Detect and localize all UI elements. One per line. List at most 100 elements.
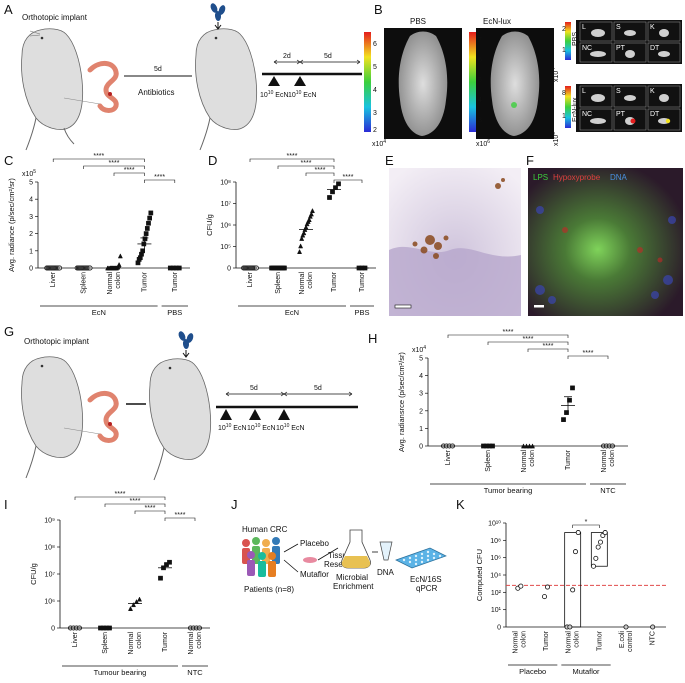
x-tick-label: colon: [520, 631, 527, 648]
data-point: [518, 583, 524, 589]
significance-label: ****: [343, 174, 354, 181]
svg-text:PT: PT: [616, 111, 626, 118]
svg-text:1: 1: [562, 113, 566, 120]
significance-bracket: [527, 348, 569, 352]
x-tick-label: Liver: [50, 271, 57, 287]
f-hypoxyprobe: Hypoxyprobe: [553, 173, 601, 182]
data-point: [561, 417, 566, 422]
b-label-ecn: EcN-lux: [483, 17, 511, 26]
data-point: [300, 232, 306, 238]
significance-bracket: [52, 158, 145, 162]
data-point: [304, 221, 310, 227]
box: [564, 532, 582, 628]
g-gap2: 5d: [314, 385, 322, 392]
data-point: [564, 410, 569, 415]
svg-text:4: 4: [478, 97, 482, 104]
a-dose2-label: 1010 EcN: [288, 90, 317, 99]
f-dna: DNA: [610, 173, 628, 182]
significance-bracket: [74, 496, 166, 500]
group-label: Placebo: [519, 667, 546, 676]
significance-label: ****: [583, 350, 594, 357]
b-organ-pbs-unit: x104: [551, 68, 560, 82]
y-unit-exp: 4: [423, 345, 426, 351]
significance-bracket: [572, 524, 600, 528]
x-tick-label: Liver: [445, 449, 452, 465]
panel-letter-g: G: [4, 324, 14, 339]
significance-label: ****: [543, 343, 554, 350]
box: [590, 532, 608, 567]
f-micrograph: [528, 168, 683, 316]
y-tick-label: 10¹⁰: [488, 520, 501, 528]
g-dose1: 1010 EcN: [218, 423, 247, 432]
x-tick-label: Tumor: [596, 630, 603, 651]
j-plate-icon: [395, 547, 447, 569]
y-unit: x105: [22, 169, 36, 178]
svg-text:DT: DT: [650, 111, 660, 118]
x-tick-label: Tumor: [172, 271, 179, 292]
panel-g: Orthotopic implant 5d: [21, 331, 358, 481]
a-mouse-left: [21, 28, 119, 151]
svg-text:K: K: [650, 88, 655, 95]
y-axis-label: Avg. radiance (p/sec/cm²/sr): [7, 178, 16, 272]
svg-text:8: 8: [562, 90, 566, 97]
y-unit: x104: [412, 345, 426, 354]
x-tick-label: Spleen: [81, 272, 88, 294]
significance-label: ****: [154, 174, 165, 181]
b-organ-ecn-label: EcN-lux: [572, 97, 579, 122]
x-tick-label: Liver: [72, 631, 79, 647]
panel-f: LPS Hypoxyprobe DNA: [528, 168, 683, 316]
group-label: EcN: [92, 308, 106, 317]
b-label-pbs: PBS: [410, 17, 426, 26]
x-tick-label: Normal: [107, 272, 114, 295]
y-tick-label: 1: [419, 426, 423, 433]
y-tick-label: 4: [29, 197, 33, 204]
y-tick-label: 10⁸: [220, 180, 231, 187]
x-tick-label: Normal: [521, 450, 528, 473]
data-point: [336, 181, 341, 187]
significance-label: ****: [287, 153, 298, 160]
b-ecn-unit: x106: [476, 139, 490, 148]
a-pill-icon: [210, 3, 226, 30]
x-tick-label: Normal: [566, 631, 573, 654]
data-point: [593, 555, 599, 561]
y-tick-label: 3: [419, 391, 423, 398]
data-point: [127, 605, 134, 611]
y-axis-label: Computed CFU: [475, 549, 484, 601]
group-label: NTC: [600, 486, 616, 495]
y-tick-label: 10⁹: [44, 518, 55, 525]
y-tick-label: 5: [29, 180, 33, 187]
panel-a: Orthotopic implant 5d Antibiotics: [21, 3, 362, 151]
significance-bracket: [333, 179, 363, 183]
panel-letter-c: C: [4, 153, 13, 168]
data-point: [591, 563, 597, 569]
data-point: [309, 208, 315, 214]
svg-text:S: S: [616, 88, 621, 95]
a-interval-label: 5d: [154, 66, 162, 73]
j-enrichment: Enrichment: [333, 582, 374, 591]
significance-label: ****: [315, 167, 326, 174]
data-point: [567, 624, 573, 630]
y-tick-label: 10⁴: [490, 573, 501, 580]
svg-text:L: L: [582, 88, 586, 95]
panel-e: [389, 168, 521, 316]
b-organ-grid: 2 1 8 1 x104 x106 PBS EcN-lux L: [551, 20, 682, 146]
svg-text:1: 1: [562, 47, 566, 54]
svg-text:DT: DT: [650, 45, 660, 52]
data-point: [308, 211, 314, 217]
panel-letter-b: B: [374, 2, 383, 17]
data-point: [297, 248, 303, 254]
j-qpcr-2: qPCR: [416, 584, 438, 593]
b-ecn-ticks: 7 6 5 4 3: [478, 37, 482, 124]
y-tick-label: 4: [419, 373, 423, 380]
svg-text:3: 3: [478, 117, 482, 124]
g-gap1: 5d: [250, 385, 258, 392]
panel-letter-k: K: [456, 497, 465, 512]
b-organ-pbs-label: PBS: [572, 32, 579, 46]
j-flask-icon: [341, 529, 371, 569]
x-tick-label: colon: [529, 450, 536, 467]
significance-bracket: [567, 355, 609, 359]
